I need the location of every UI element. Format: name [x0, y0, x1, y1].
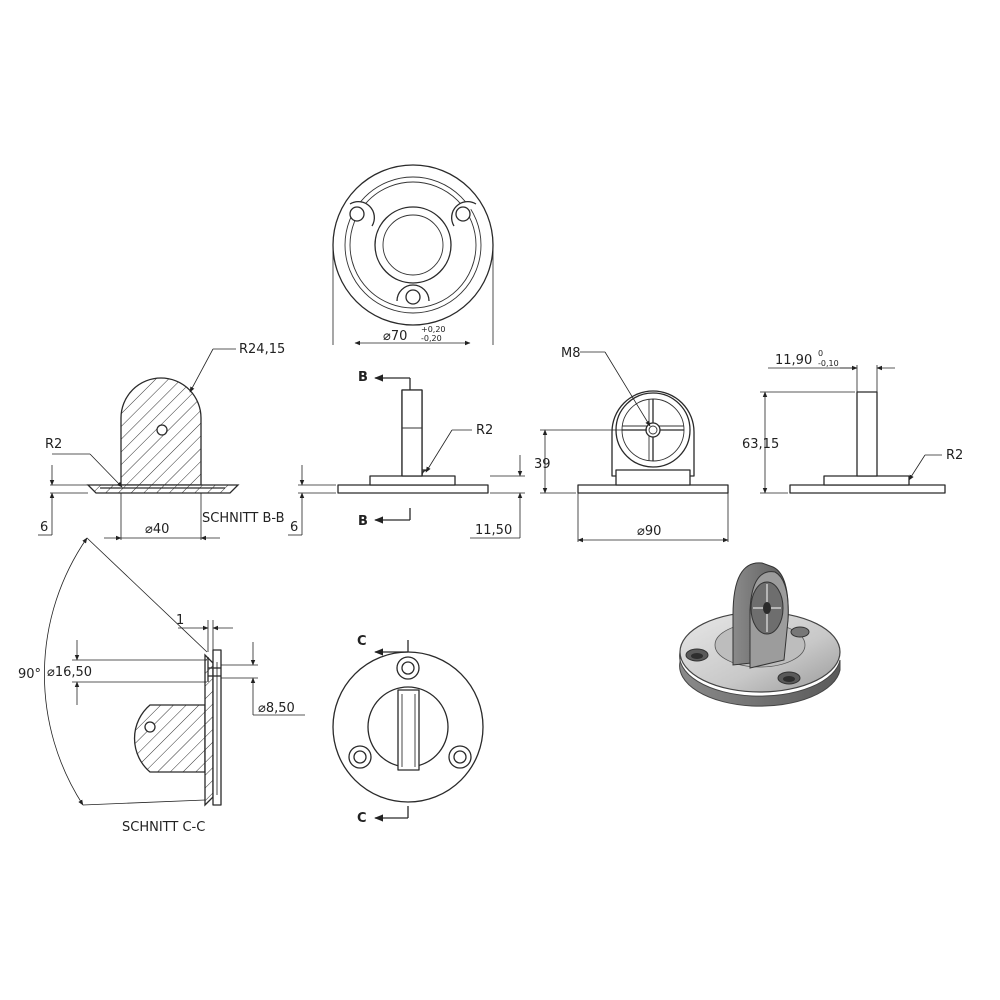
dim-d40: ⌀40 — [145, 522, 169, 537]
dim-d70: ⌀70 — [383, 329, 407, 344]
dim-1: 1 — [176, 613, 184, 628]
right-side-view: 11,90 0 -0,10 63,15 R2 — [742, 349, 963, 494]
dim-d70-tol-lower: -0,20 — [421, 334, 442, 343]
dim-r2415: R24,15 — [239, 342, 285, 357]
dim-6-left: 6 — [40, 520, 48, 535]
dim-d1650: ⌀16,50 — [47, 665, 92, 680]
dim-d850: ⌀8,50 — [258, 701, 295, 716]
bottom-hole-top — [396, 656, 420, 680]
dim-r2-left: R2 — [45, 437, 62, 452]
dim-6-front: 6 — [290, 520, 298, 535]
dim-r2-right: R2 — [946, 448, 963, 463]
schnitt-bb-label: SCHNITT B-B — [202, 511, 285, 526]
dim-d90: ⌀90 — [637, 524, 661, 539]
section-bb-view: R24,15 R2 6 ⌀40 SCHNITT B-B — [38, 342, 285, 541]
schnitt-cc-label: SCHNITT C-C — [122, 820, 205, 835]
section-c-top: C — [357, 634, 367, 649]
dim-d70-tol-upper: +0,20 — [421, 325, 446, 334]
dim-1150: 11,50 — [475, 523, 512, 538]
section-cc-view: 90° 1 ⌀16,50 ⌀8,50 SCHNITT C-C — [18, 537, 305, 835]
dim-6315: 63,15 — [742, 437, 779, 452]
dim-m8: M8 — [561, 346, 581, 361]
bottom-hole-left — [348, 745, 372, 769]
top-view-hole-left — [349, 201, 375, 227]
top-view-hole-bottom — [396, 284, 430, 305]
dim-39: 39 — [534, 457, 551, 472]
isometric-render — [679, 562, 841, 707]
front-view: B B R2 6 11,50 — [288, 370, 525, 539]
dim-1190-tol-upper: 0 — [818, 349, 823, 358]
bottom-hole-right — [448, 745, 472, 769]
top-view: ⌀70 +0,20 -0,20 — [332, 164, 494, 346]
section-b-top: B — [358, 370, 368, 385]
side-view: M8 39 ⌀90 — [534, 346, 729, 543]
dim-1190-tol-lower: -0,10 — [818, 359, 839, 368]
section-b-bottom: B — [358, 514, 368, 529]
dim-r2-front: R2 — [476, 423, 493, 438]
dim-90deg: 90° — [18, 667, 41, 682]
top-view-hole-right — [451, 201, 477, 227]
section-c-bottom: C — [357, 811, 367, 826]
dim-1190: 11,90 — [775, 353, 812, 368]
bottom-view: C C — [332, 634, 484, 826]
